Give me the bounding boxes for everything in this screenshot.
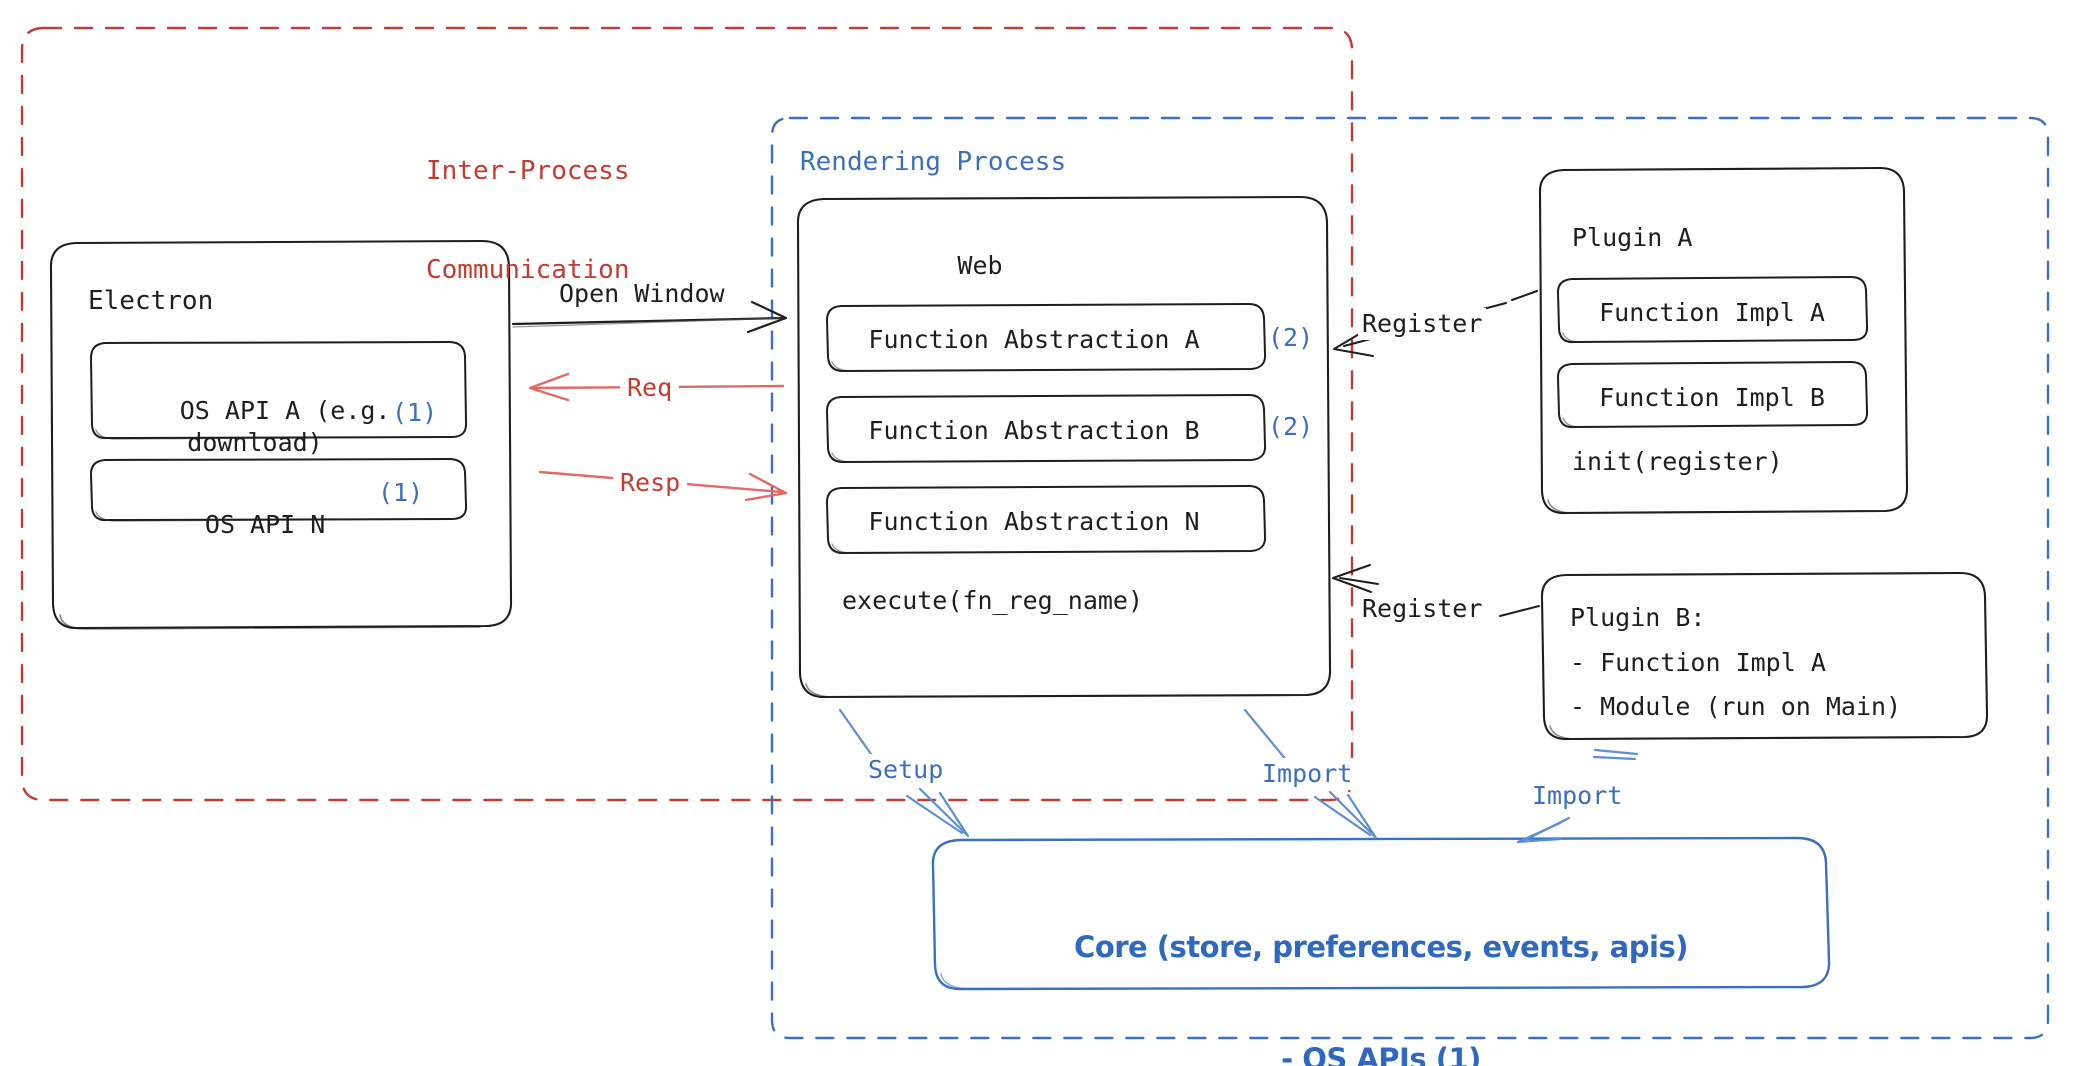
core-line-2: - OS APIs (1)	[1281, 1041, 1481, 1066]
function-abstraction-a-label: Function Abstraction A	[868, 325, 1200, 354]
function-abstraction-n-label: Function Abstraction N	[868, 507, 1200, 536]
os-api-n-label: OS API N	[120, 477, 350, 573]
function-impl-b-label: Function Impl B	[1599, 383, 1825, 412]
ipc-label-line1: Inter-Process	[426, 155, 630, 186]
core-line-1: Core (store, preferences, events, apis)	[1074, 930, 1688, 965]
import-plugin-b-label: Import	[1528, 780, 1627, 812]
function-abstraction-b-label: Function Abstraction B	[868, 416, 1200, 445]
web-box-shape	[796, 195, 1332, 699]
ipc-label-line2: Communication	[426, 255, 630, 286]
function-abstraction-b-marker: (2)	[1268, 412, 1314, 441]
os-api-n-marker: (1)	[378, 478, 424, 507]
register-top-label: Register	[1358, 308, 1487, 340]
os-api-n-name: OS API N	[204, 510, 326, 539]
core-box-text: Core (store, preferences, events, apis) …	[934, 855, 1828, 1066]
os-api-a-marker: (1)	[392, 398, 438, 427]
web-execute-footer: execute(fn_reg_name)	[842, 586, 1144, 615]
plugin-a-init-footer: init(register)	[1572, 447, 1783, 476]
open-window-label: Open Window	[559, 279, 725, 308]
electron-title: Electron	[88, 286, 214, 316]
function-impl-a-label: Function Impl A	[1599, 298, 1825, 327]
function-abstraction-a-marker: (2)	[1268, 323, 1314, 352]
plugin-b-item-1: - Module (run on Main)	[1570, 692, 1902, 721]
plugin-a-title: Plugin A	[1572, 223, 1693, 252]
rendering-process-label: Rendering Process	[800, 147, 1067, 177]
os-api-a-name: OS API A (e.g. download)	[179, 396, 391, 457]
os-api-a-label: OS API A (e.g. download)	[110, 363, 400, 491]
import-web-label: Import	[1258, 758, 1357, 790]
register-bottom-label: Register	[1358, 593, 1487, 625]
resp-label: Resp	[613, 467, 688, 499]
ipc-region-label: Inter-Process Communication	[426, 88, 630, 354]
plugin-b-title: Plugin B:	[1570, 603, 1706, 632]
plugin-b-item-0: - Function Impl A	[1570, 648, 1826, 677]
web-title: Web	[957, 251, 1003, 280]
setup-label: Setup	[864, 754, 948, 786]
req-label: Req	[620, 372, 680, 404]
